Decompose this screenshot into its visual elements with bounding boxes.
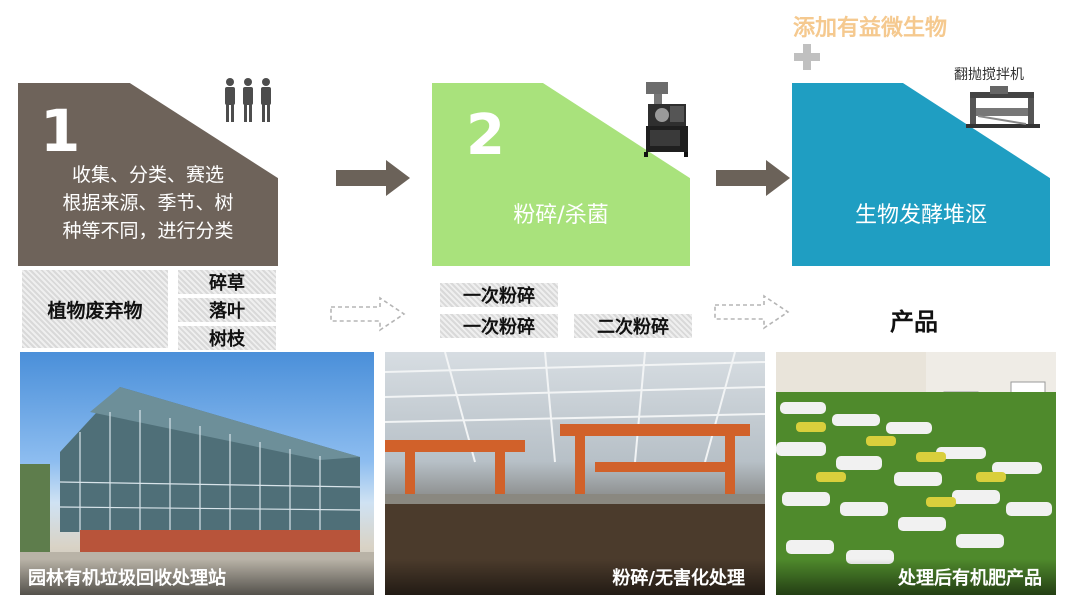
plus-icon bbox=[794, 44, 820, 70]
item-branches: 树枝 bbox=[178, 326, 276, 350]
dashed-arrow-icon bbox=[330, 296, 406, 332]
step2-title: 粉碎/杀菌 bbox=[513, 203, 609, 228]
step1-line-3: 种等不同，进行分类 bbox=[62, 220, 234, 242]
photo-caption-text: 处理后有机肥产品 bbox=[898, 568, 1042, 589]
item-leaves: 落叶 bbox=[178, 298, 276, 322]
item-grass: 碎草 bbox=[178, 270, 276, 294]
people-icon bbox=[225, 78, 271, 122]
processing-photo: 粉碎/无害化处理 bbox=[385, 352, 765, 595]
grinder-machine-icon bbox=[644, 82, 688, 157]
category-plant-waste: 植物废弃物 bbox=[22, 270, 168, 348]
photo-caption: 园林有机垃圾回收处理站 bbox=[20, 559, 374, 595]
turner-machine-icon bbox=[966, 86, 1040, 128]
machine-label: 翻抛搅拌机 bbox=[954, 67, 1024, 83]
photo-caption: 处理后有机肥产品 bbox=[776, 559, 1056, 595]
photo-caption: 粉碎/无害化处理 bbox=[385, 559, 765, 595]
step2-number: 2 bbox=[466, 103, 505, 168]
tag-second-crush: 二次粉碎 bbox=[574, 314, 692, 338]
step1-description: 收集、分类、赛选 根据来源、季节、树 种等不同，进行分类 bbox=[18, 161, 278, 245]
photo-caption-text: 粉碎/无害化处理 bbox=[612, 568, 745, 589]
dashed-arrow-icon bbox=[714, 294, 790, 330]
tag-first-crush-2: 一次粉碎 bbox=[440, 314, 558, 338]
additive-label: 添加有益微生物 bbox=[793, 16, 948, 41]
product-label: 产品 bbox=[890, 308, 938, 336]
fertilizer-photo: 处理后有机肥产品 bbox=[776, 352, 1056, 595]
step1-line-1: 收集、分类、赛选 bbox=[71, 164, 224, 186]
step1-line-2: 根据来源、季节、树 bbox=[62, 192, 234, 214]
step3-title: 生物发酵堆沤 bbox=[854, 203, 987, 228]
arrow-right-icon bbox=[716, 160, 790, 196]
step1-number: 1 bbox=[40, 97, 81, 165]
tag-first-crush-1: 一次粉碎 bbox=[440, 283, 558, 307]
arrow-right-icon bbox=[336, 160, 410, 196]
greenhouse-photo: 园林有机垃圾回收处理站 bbox=[20, 352, 374, 595]
